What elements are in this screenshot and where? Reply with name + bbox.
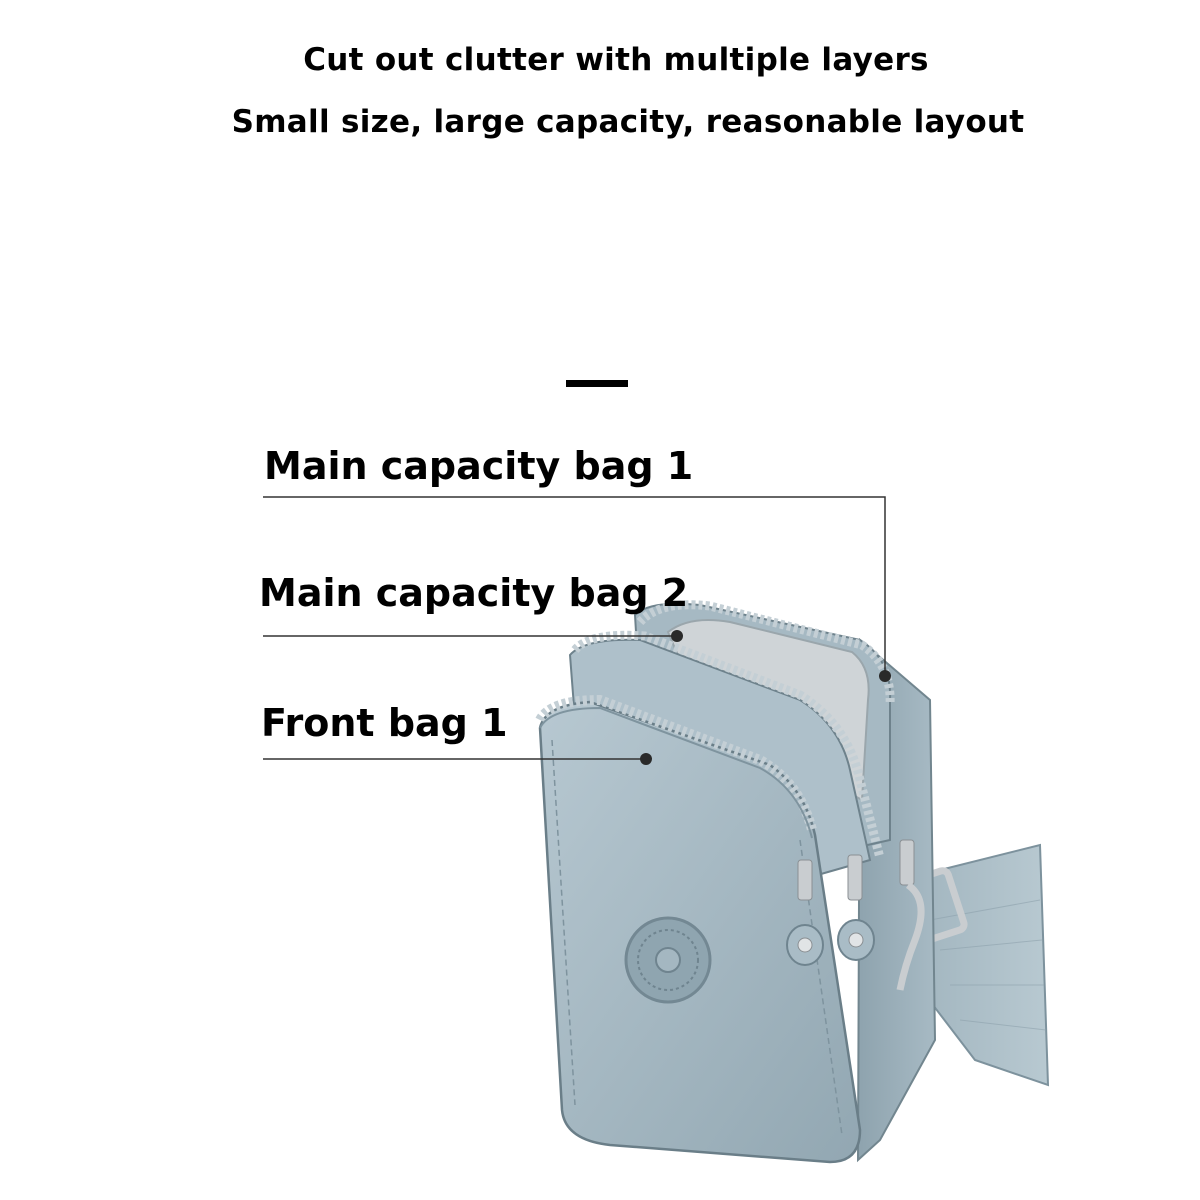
callout-front-bag-1: Front bag 1 bbox=[261, 701, 508, 745]
headline-layers: Cut out clutter with multiple layers bbox=[303, 42, 929, 78]
callout-main-capacity-bag-2: Main capacity bag 2 bbox=[259, 571, 689, 615]
section-divider bbox=[566, 380, 628, 387]
headline-capacity: Small size, large capacity, reasonable l… bbox=[231, 104, 1025, 140]
callout-main-capacity-bag-1: Main capacity bag 1 bbox=[264, 444, 694, 488]
